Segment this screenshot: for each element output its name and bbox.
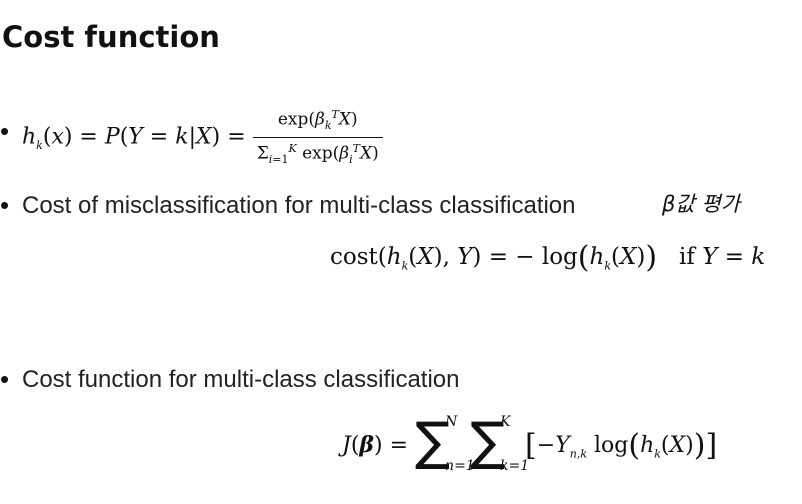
cost-equation: cost(hk(X), Y) = − log(hk(X)) if Y = k (330, 240, 766, 275)
bullet-cost-function: Cost function for multi-class classifica… (22, 366, 460, 393)
bullet-dot-3: • (0, 364, 10, 394)
bullet-dot-1: • (0, 116, 10, 146)
bullet-dot-2: • (0, 190, 10, 220)
handwritten-note: β값 평가 (662, 192, 741, 216)
hypothesis-equation: hk(x) = P(Y = k|X) = exp(βkTX) Σi=1K exp… (22, 104, 383, 171)
softmax-fraction: exp(βkTX) Σi=1K exp(βiTX) (252, 104, 383, 171)
slide-title: Cost function (2, 20, 220, 54)
bullet-misclassification: Cost of misclassification for multi-clas… (22, 192, 576, 219)
